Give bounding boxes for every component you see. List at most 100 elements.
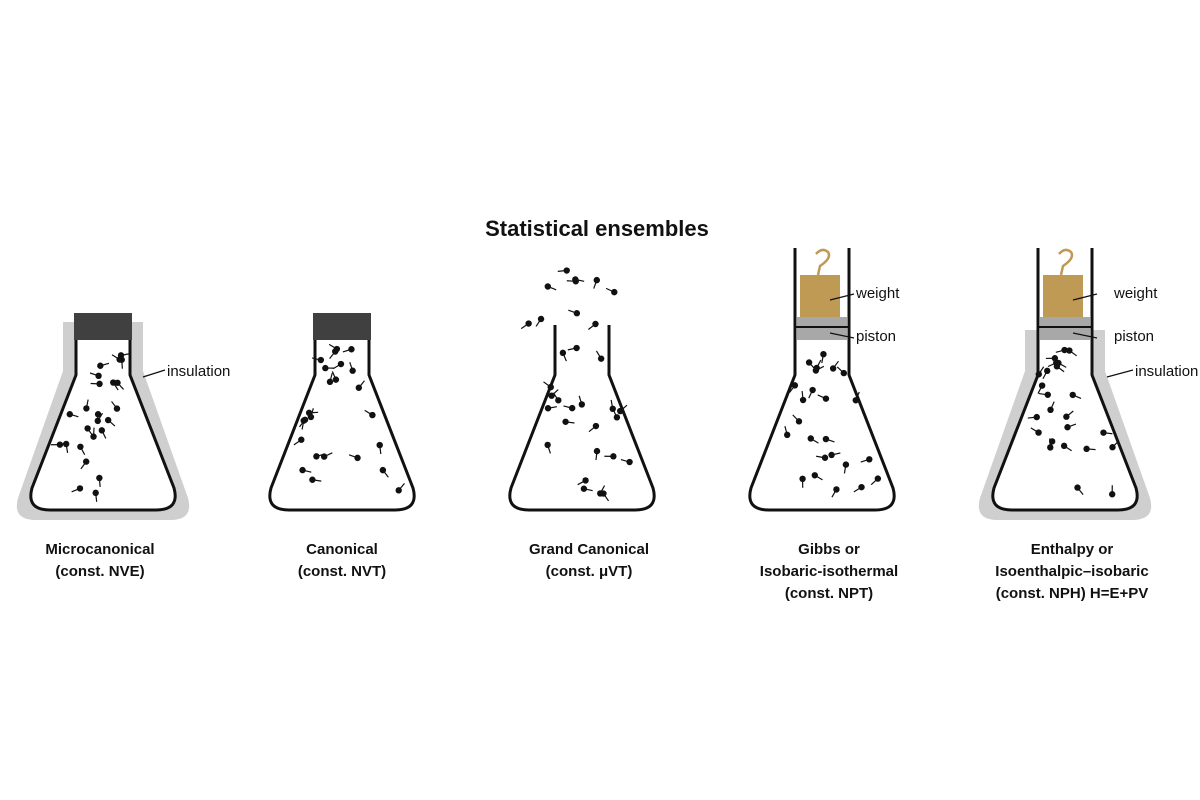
molecule — [1053, 363, 1061, 370]
molecule — [333, 345, 341, 353]
molecule — [379, 466, 387, 474]
molecule — [795, 418, 803, 425]
molecule — [821, 454, 829, 461]
caption-canonical: Canonical (const. NVT) — [298, 541, 386, 580]
molecule — [573, 310, 581, 317]
molecule — [1074, 484, 1081, 491]
molecule — [1083, 445, 1090, 453]
molecule — [592, 422, 600, 430]
caption-microcanonical: Microcanonical (const. NVE) — [45, 541, 154, 580]
weight-leader — [829, 293, 855, 301]
molecule — [84, 425, 91, 432]
caption-line: (const. NVT) — [298, 563, 386, 580]
molecule — [322, 364, 329, 372]
molecule — [573, 344, 580, 352]
molecule — [799, 396, 807, 404]
caption-line: Canonical — [306, 541, 378, 558]
molecule — [337, 360, 345, 368]
molecule — [332, 376, 340, 383]
piston — [797, 317, 847, 340]
piston — [1040, 317, 1090, 340]
molecule — [610, 453, 617, 460]
weight-label: weight — [855, 285, 900, 302]
molecule — [597, 355, 605, 362]
molecule — [66, 411, 73, 418]
molecule — [525, 320, 532, 327]
molecule — [809, 386, 816, 394]
molecule — [866, 456, 873, 463]
molecule — [829, 365, 837, 372]
molecule — [349, 367, 356, 374]
molecule — [354, 454, 361, 462]
flask — [508, 325, 656, 512]
weight — [1043, 275, 1083, 317]
diagram-title: Statistical ensembles — [485, 216, 709, 241]
molecule — [563, 267, 570, 274]
insulation-label: insulation — [1135, 363, 1198, 380]
stopper — [74, 313, 132, 340]
molecule — [1063, 413, 1070, 420]
flask — [29, 320, 177, 512]
molecule — [1064, 424, 1071, 431]
molecule — [555, 397, 562, 404]
weight-leader — [1072, 293, 1098, 301]
molecule — [76, 485, 84, 492]
molecule — [104, 416, 112, 424]
piston-leader — [829, 332, 855, 339]
molecule — [592, 320, 599, 328]
molecule — [1100, 429, 1107, 436]
molecule — [83, 405, 90, 412]
caption-line: (const. NPH) H=E+PV — [996, 585, 1149, 602]
piston-label: piston — [1114, 328, 1154, 345]
flask — [748, 248, 896, 512]
molecule — [791, 382, 799, 389]
molecule — [613, 414, 621, 421]
caption-line: (const. μVT) — [546, 563, 633, 580]
molecule — [811, 472, 819, 479]
molecule — [820, 350, 827, 358]
caption-line: Microcanonical — [45, 541, 154, 558]
molecule — [828, 451, 835, 459]
molecule — [544, 441, 551, 449]
molecule — [600, 490, 607, 497]
insulation-leader — [1106, 369, 1134, 378]
flask — [991, 248, 1139, 512]
molecule — [97, 362, 104, 369]
molecule — [568, 404, 576, 412]
molecule — [96, 474, 103, 482]
piston-leader — [1072, 332, 1098, 339]
molecule — [783, 431, 791, 439]
molecule — [98, 427, 106, 434]
molecule — [1033, 413, 1040, 421]
caption-enthalpy: Enthalpy or Isoenthalpic–isobaric (const… — [995, 541, 1148, 602]
caption-gibbs: Gibbs or Isobaric-isothermal (const. NPT… — [760, 541, 898, 602]
molecule — [548, 392, 555, 399]
molecule — [82, 458, 90, 465]
molecule — [874, 475, 882, 482]
molecule — [56, 441, 64, 448]
molecule — [805, 359, 813, 366]
molecule — [77, 443, 84, 450]
caption-line: Enthalpy or — [1031, 541, 1114, 558]
caption-line: (const. NPT) — [785, 585, 873, 602]
molecule — [812, 367, 820, 374]
molecule — [547, 383, 554, 391]
molecule — [799, 475, 806, 483]
molecule — [326, 378, 334, 386]
molecule — [572, 276, 579, 283]
molecule — [376, 441, 383, 449]
molecule — [113, 405, 121, 412]
insulation-label: insulation — [167, 363, 230, 380]
molecule — [1061, 346, 1068, 354]
molecule — [1047, 406, 1054, 414]
molecule — [593, 447, 601, 455]
molecule — [593, 276, 600, 284]
molecule — [1060, 442, 1068, 450]
molecule — [626, 458, 633, 466]
molecule — [822, 435, 830, 443]
piston-label: piston — [856, 328, 896, 345]
molecule — [298, 436, 305, 443]
molecule — [537, 315, 545, 323]
molecule — [578, 401, 586, 408]
molecule — [348, 346, 355, 353]
